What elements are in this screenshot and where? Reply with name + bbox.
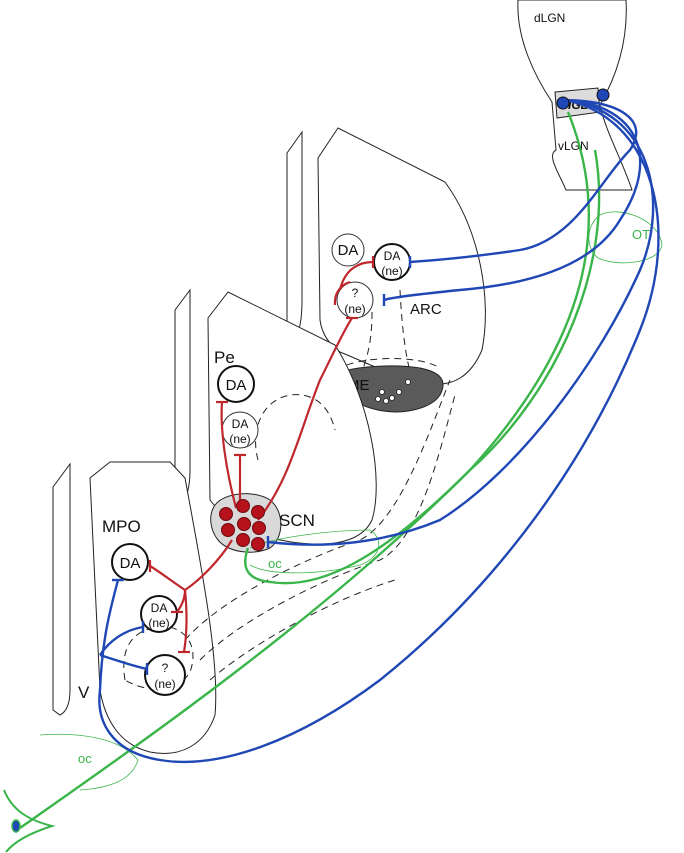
mpo-da-cell: DA [111, 543, 149, 581]
scn-neurons [219, 499, 266, 551]
mpo-da-ne-cell: DA (ne) [140, 595, 178, 633]
svg-text:DA: DA [384, 249, 401, 263]
v-label: V [78, 683, 90, 702]
blue-projection [98, 98, 660, 764]
pe-label: Pe [214, 348, 235, 367]
lgn-structure [517, 0, 633, 191]
arc-unknown-cell: ? (ne) [336, 281, 374, 319]
oc-upper-outline [249, 529, 380, 574]
arc-ventricle [286, 130, 303, 346]
svg-text:(ne): (ne) [154, 677, 175, 691]
mpo-label: MPO [102, 517, 141, 536]
svg-text:(ne): (ne) [344, 302, 365, 316]
mpo-ventricle [52, 462, 71, 716]
svg-text:DA: DA [120, 555, 141, 572]
svg-text:(ne): (ne) [148, 616, 169, 630]
scn-label: SCN [279, 511, 315, 530]
mpo-unknown-cell: ? (ne) [144, 654, 186, 696]
pe-section [174, 288, 377, 545]
arc-da-ne-cell: DA (ne) [373, 243, 411, 281]
svg-text:?: ? [162, 661, 169, 675]
svg-text:(ne): (ne) [381, 264, 402, 278]
median-eminence [339, 365, 444, 413]
svg-text:DA: DA [226, 377, 247, 394]
ot-label: OT [632, 227, 650, 242]
svg-text:(ne): (ne) [229, 432, 250, 446]
green-projection [19, 111, 601, 829]
arc-label: ARC [410, 301, 442, 318]
svg-text:DA: DA [151, 601, 168, 615]
svg-text:DA: DA [338, 242, 359, 259]
pe-da-ne-cell: DA (ne) [221, 411, 259, 449]
eye-icon [3, 789, 56, 853]
dlgn-label: dLGN [534, 11, 565, 25]
svg-text:?: ? [352, 286, 359, 300]
me-terminals [375, 379, 411, 404]
vlgn-label: vLGN [558, 139, 589, 153]
pe-da-cell: DA [217, 365, 255, 403]
oc-lower-label: oc [78, 751, 92, 766]
igl-neuron-right [596, 88, 610, 102]
arc-da-cell: DA [331, 233, 365, 267]
svg-text:DA: DA [232, 417, 249, 431]
oc-lower-outline [39, 733, 139, 791]
oc-upper-label: oc [268, 556, 282, 571]
igl-neuron-left [556, 96, 570, 110]
